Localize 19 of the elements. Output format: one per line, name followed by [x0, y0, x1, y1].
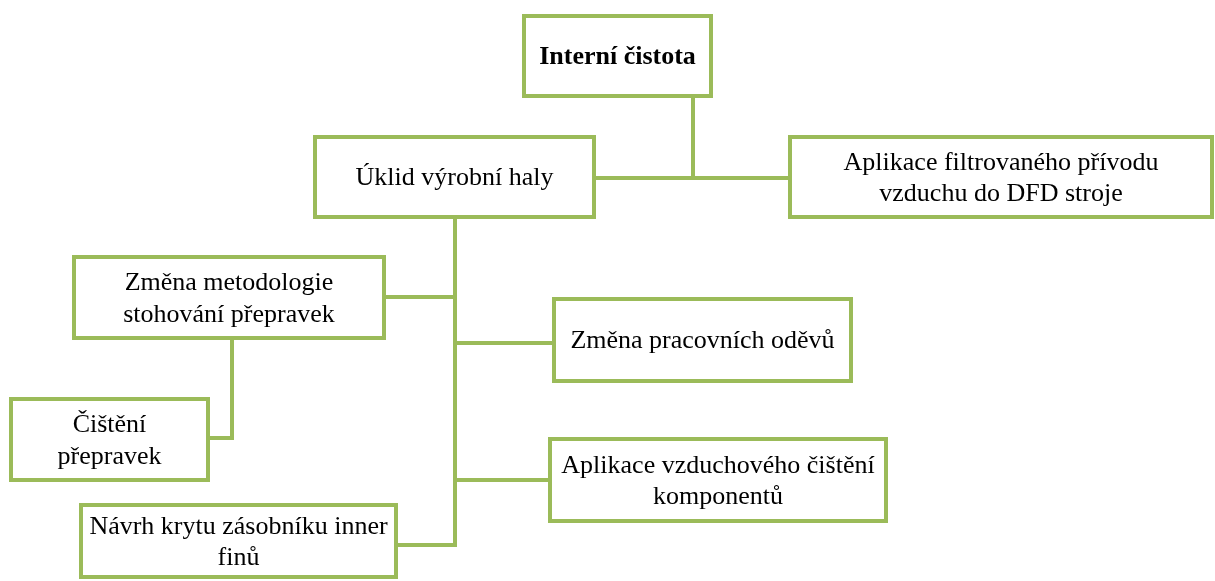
process-box [548, 437, 888, 523]
connector-line [398, 219, 457, 547]
node-text: Čištění přepravek [56, 408, 163, 471]
connector-line [691, 98, 788, 180]
process-box [72, 255, 386, 340]
connector-line [210, 340, 234, 440]
process-box [9, 397, 210, 482]
heading-text: Interní čistota [539, 40, 696, 72]
process-box [788, 135, 1214, 219]
process-box [79, 503, 398, 579]
node-text: Návrh krytu zásobníku inner finů [89, 509, 388, 573]
process-box [313, 135, 596, 219]
node-text: Aplikace filtrovaného přívodu vzduchu do DFD stroje [842, 145, 1160, 209]
node-text: Úklid výrobní haly [355, 161, 554, 193]
node-text: Změna pracovních oděvů [570, 324, 835, 356]
node-text: Změna metodologie stohování přepravek [122, 266, 336, 329]
node-text: Aplikace vzduchového čištění komponentů [560, 448, 876, 512]
process-box [552, 297, 853, 383]
process-box [522, 14, 713, 98]
